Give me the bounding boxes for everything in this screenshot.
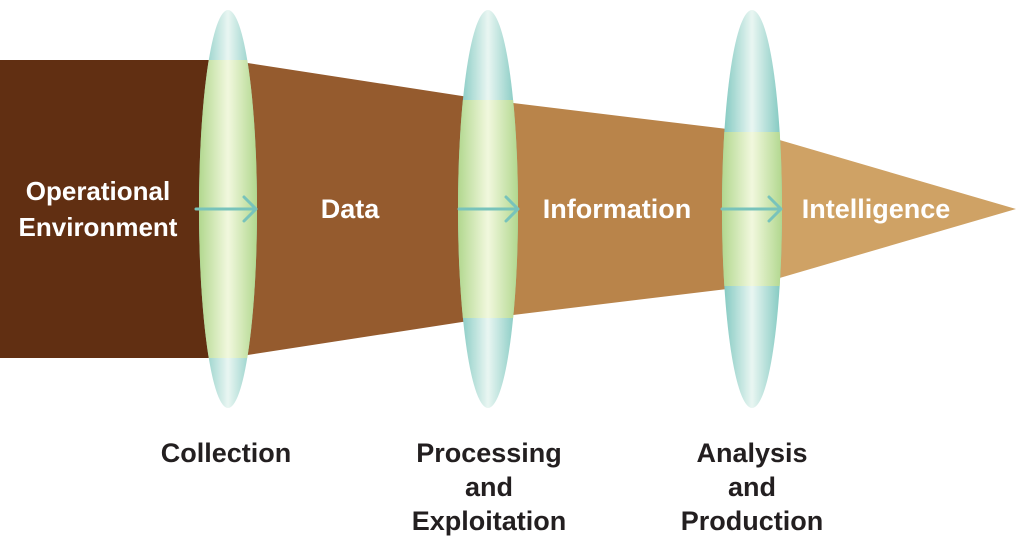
stage-label-processing-line1: Processing [416, 438, 562, 468]
band-label-information: Information [543, 194, 692, 224]
stage-label-analysis-line1: Analysis [696, 438, 807, 468]
stage-label-processing-line2: and [465, 472, 513, 502]
band-label-data: Data [321, 194, 381, 224]
band-label-operational-environment-line2: Environment [19, 212, 178, 242]
band-label-intelligence: Intelligence [802, 194, 951, 224]
band-operational-environment [0, 60, 228, 358]
stage-label-collection: Collection [161, 438, 292, 468]
band-label-operational-environment: Operational [26, 176, 170, 206]
band-intelligence [752, 132, 1016, 286]
band-data [228, 60, 488, 358]
arrow-icon [194, 195, 258, 223]
arrow-icon [720, 195, 783, 223]
stage-label-analysis-line2: and [728, 472, 776, 502]
stage-label-analysis-line3: Production [681, 506, 824, 536]
arrow-icon [457, 195, 520, 223]
band-information [488, 100, 752, 318]
stage-label-processing-line3: Exploitation [412, 506, 567, 536]
